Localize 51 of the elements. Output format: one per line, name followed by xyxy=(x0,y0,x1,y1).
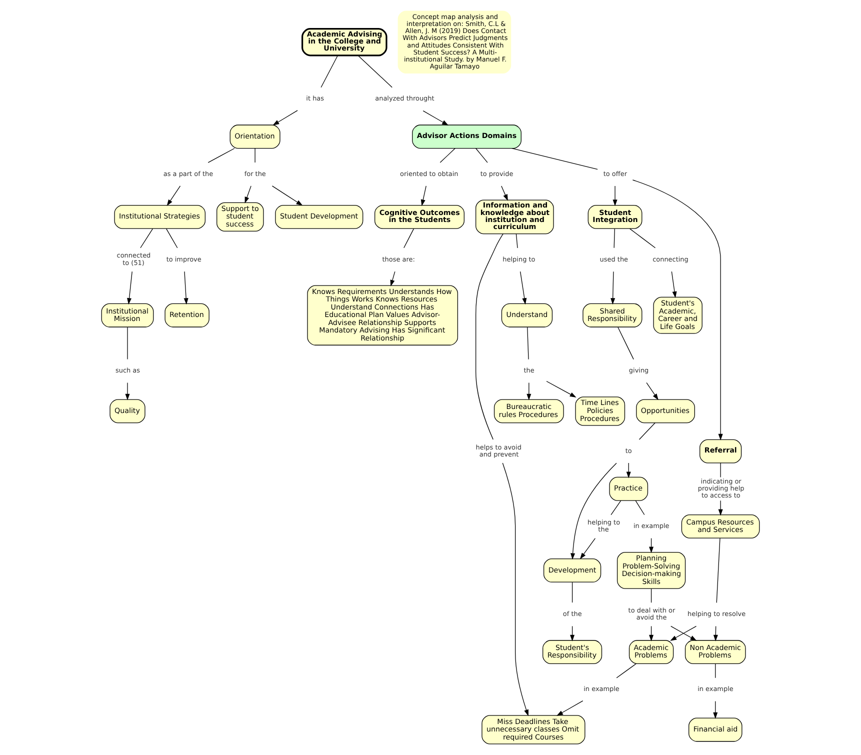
connector xyxy=(614,228,615,248)
arrow xyxy=(501,186,508,201)
arrow xyxy=(632,180,723,440)
connector xyxy=(610,500,622,516)
arrow xyxy=(166,186,181,206)
connector xyxy=(440,148,456,163)
arrow xyxy=(244,186,252,204)
arrow xyxy=(390,271,396,286)
connector xyxy=(320,55,338,88)
connector xyxy=(166,228,178,248)
connector xyxy=(527,326,529,360)
arrow xyxy=(580,538,596,560)
arrow xyxy=(671,271,677,298)
connector xyxy=(635,500,645,516)
arrow xyxy=(612,186,618,206)
connector xyxy=(208,148,235,163)
arrow xyxy=(646,382,658,400)
connector xyxy=(404,228,414,248)
arrow xyxy=(272,110,298,126)
connector xyxy=(720,462,721,478)
arrow xyxy=(570,462,617,560)
arrow xyxy=(420,186,426,206)
arrow xyxy=(526,382,532,400)
connector xyxy=(516,234,518,248)
arrow xyxy=(184,271,188,305)
connector xyxy=(254,148,256,163)
connector xyxy=(476,234,504,440)
arrow xyxy=(125,382,130,400)
connector xyxy=(716,538,720,604)
connector xyxy=(358,55,392,88)
arrow xyxy=(713,700,718,719)
connector xyxy=(618,326,634,360)
arrow xyxy=(422,110,449,126)
arrow xyxy=(546,380,576,398)
connector xyxy=(650,588,652,603)
connector xyxy=(512,148,598,170)
arrow xyxy=(556,700,584,716)
arrow xyxy=(127,271,132,305)
arrow xyxy=(718,500,723,516)
connector xyxy=(127,326,128,360)
connector xyxy=(476,148,488,163)
connector xyxy=(572,582,573,603)
arrow xyxy=(272,186,303,206)
arrow xyxy=(520,271,527,305)
connector xyxy=(140,228,154,248)
connector xyxy=(616,663,636,678)
arrow xyxy=(610,271,616,305)
connector xyxy=(629,228,656,248)
arrow xyxy=(502,462,528,716)
connector xyxy=(715,663,716,678)
connector xyxy=(638,422,656,440)
